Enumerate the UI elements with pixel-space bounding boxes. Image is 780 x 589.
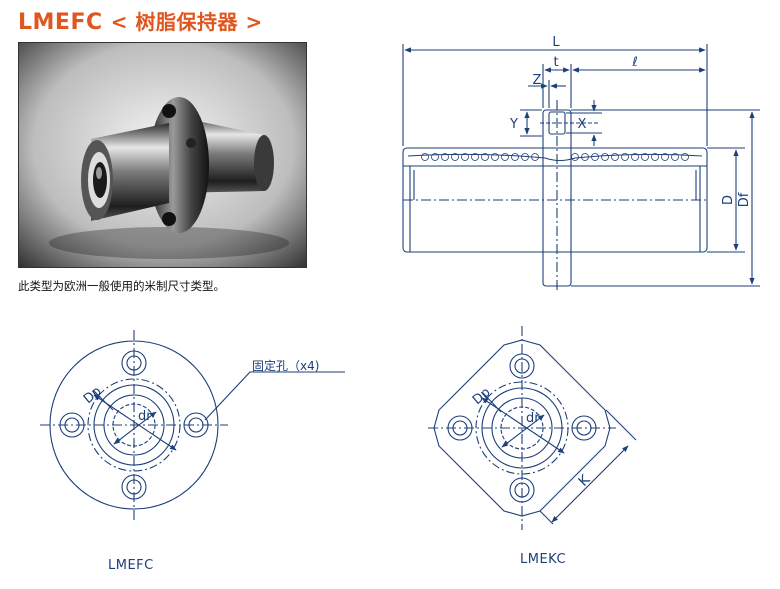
lmekc-view-label: LMEKC [520,552,567,567]
photo-caption: 此类型为欧洲一般使用的米制尺寸类型。 [18,279,225,293]
dim-t-label: t [553,55,558,70]
lmekc-k-label: K [576,471,594,489]
dim-X-label: X [578,117,587,132]
hole-callout-leader [204,371,345,421]
dim-l-label: ℓ [631,55,637,70]
lmefc-view-label: LMEFC [108,558,154,573]
dim-Df-label: Df [737,192,752,207]
dim-Z-label: Z [533,73,542,88]
lmefc-dr-label: dr [138,409,152,424]
model-subtitle: < 树脂保持器 > [110,10,263,34]
ball-row [421,153,689,161]
lmekc-front-view [428,326,637,530]
side-view-drawing [402,44,760,292]
fixing-hole-callout: 固定孔（x4) [252,358,319,373]
bushing-photo-illustration [19,43,306,267]
model-name: LMEFC [18,10,103,35]
dim-D-label: D [721,195,736,205]
page-title: LMEFC < 树脂保持器 > [18,6,263,35]
product-photo [18,42,307,268]
lmefc-dp-label: Dp [81,384,105,407]
dim-L-label: L [552,35,560,50]
lmekc-dr-label: dr [526,411,540,426]
lmefc-front-view [40,330,345,520]
dim-Y-label: Y [509,117,518,132]
